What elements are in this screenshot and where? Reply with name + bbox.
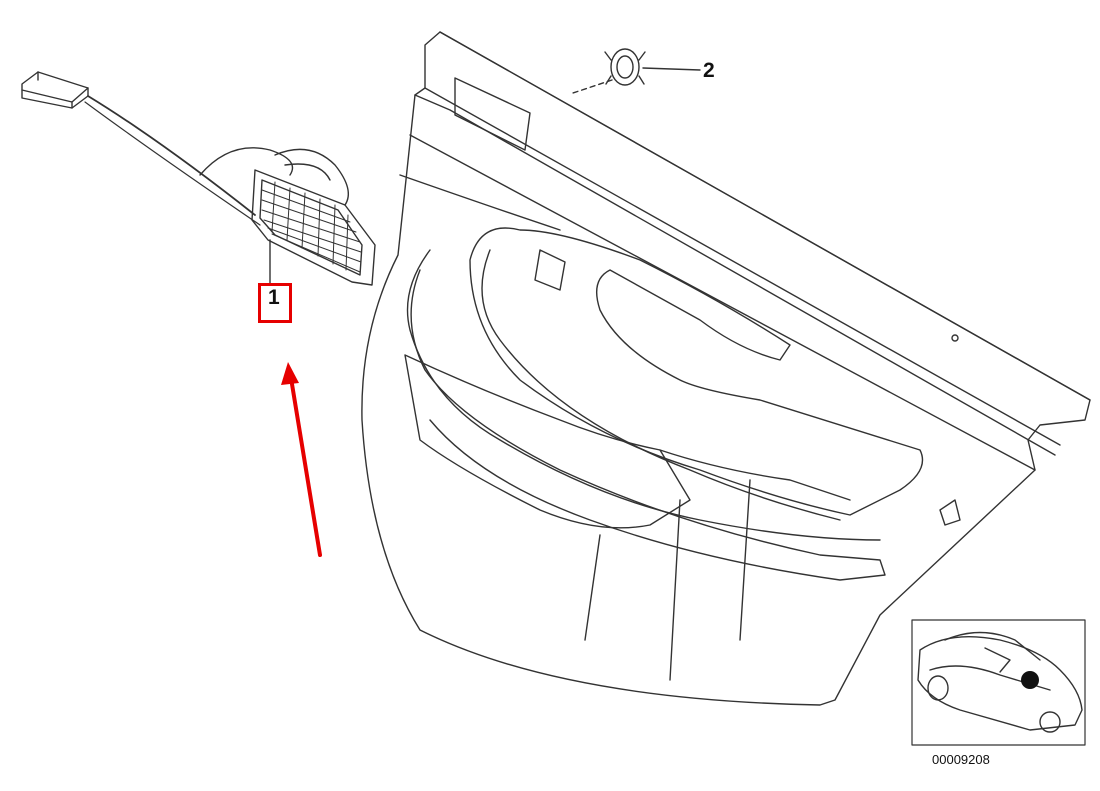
trim-clip-part-2 — [569, 48, 701, 95]
callout-2-label[interactable]: 2 — [703, 59, 715, 82]
callout-1-label[interactable]: 1 — [268, 286, 280, 309]
door-trim-panel — [361, 31, 1091, 706]
red-arrow-icon — [281, 362, 322, 557]
location-marker-icon — [1021, 671, 1039, 689]
loudspeaker-part-1 — [21, 71, 376, 286]
callout-1-highlight — [258, 283, 292, 323]
diagram-reference-number: 00009208 — [932, 752, 990, 767]
vehicle-location-inset — [911, 619, 1086, 746]
